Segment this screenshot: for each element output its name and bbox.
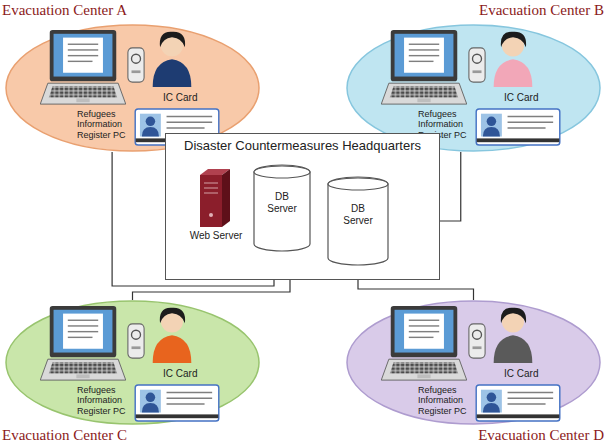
server-tower-icon <box>200 169 230 227</box>
center-ellipse <box>347 25 600 151</box>
cylinder-top <box>328 178 388 190</box>
cylinder-top <box>254 166 310 178</box>
center-heading: Evacuation Center C <box>2 427 127 444</box>
person-icon <box>153 308 192 363</box>
server-label: DB Server <box>253 191 311 214</box>
card-reader-icon <box>469 48 485 82</box>
ic-card-icon <box>476 385 560 421</box>
person-icon <box>494 308 533 363</box>
center-ellipse <box>6 301 259 424</box>
card-reader-icon <box>128 324 144 358</box>
db-server: DB Server <box>253 165 311 251</box>
person-icon <box>494 32 533 87</box>
laptop-icon <box>381 306 467 380</box>
register-pc-label: Refugees Information Register PC <box>77 109 139 140</box>
headquarters-box: Web Server DB Server DB Server Disaster Cou… <box>165 133 440 280</box>
ic-card-icon <box>476 109 560 145</box>
card-reader-icon <box>128 48 144 82</box>
node-shape <box>346 24 601 152</box>
register-pc-label: Refugees Information Register PC <box>77 385 139 416</box>
ic-card-label: IC Card <box>163 368 197 380</box>
laptop-icon <box>40 30 126 104</box>
headquarters-border <box>166 134 440 280</box>
evacuation-center: Evacuation Center DIC CardRefugees Infor… <box>346 300 601 425</box>
headquarters-title: Disaster Countermeasures Headquarters <box>165 139 440 154</box>
laptop-icon <box>40 306 126 380</box>
center-heading: Evacuation Center A <box>2 2 127 19</box>
ic-card-icon <box>135 385 219 421</box>
register-pc-label: Refugees Information Register PC <box>418 385 480 416</box>
person-icon <box>153 32 192 87</box>
cylinder-body <box>328 177 388 265</box>
card-reader-icon <box>469 324 485 358</box>
center-heading: Evacuation Center B <box>479 2 604 19</box>
node-shape <box>5 300 260 425</box>
cylinder-body <box>254 165 310 251</box>
ic-card-label: IC Card <box>163 92 197 104</box>
laptop-icon <box>381 30 467 104</box>
ic-card-label: IC Card <box>504 92 538 104</box>
server-label: DB Server <box>327 203 389 226</box>
evacuation-center: Evacuation Center BIC CardRefugees Infor… <box>346 24 601 152</box>
node-shape <box>346 300 601 425</box>
evacuation-center: Evacuation Center CIC CardRefugees Infor… <box>5 300 260 425</box>
ic-card-label: IC Card <box>504 368 538 380</box>
center-heading: Evacuation Center D <box>478 427 604 444</box>
server-label: Web Server <box>183 230 249 242</box>
web-server: Web Server <box>183 167 249 247</box>
node-shape <box>5 24 260 152</box>
center-ellipse <box>6 25 259 151</box>
evacuation-center: Evacuation Center AIC CardRefugees Infor… <box>5 24 260 152</box>
center-ellipse <box>347 301 600 424</box>
db-server: DB Server <box>327 177 389 265</box>
